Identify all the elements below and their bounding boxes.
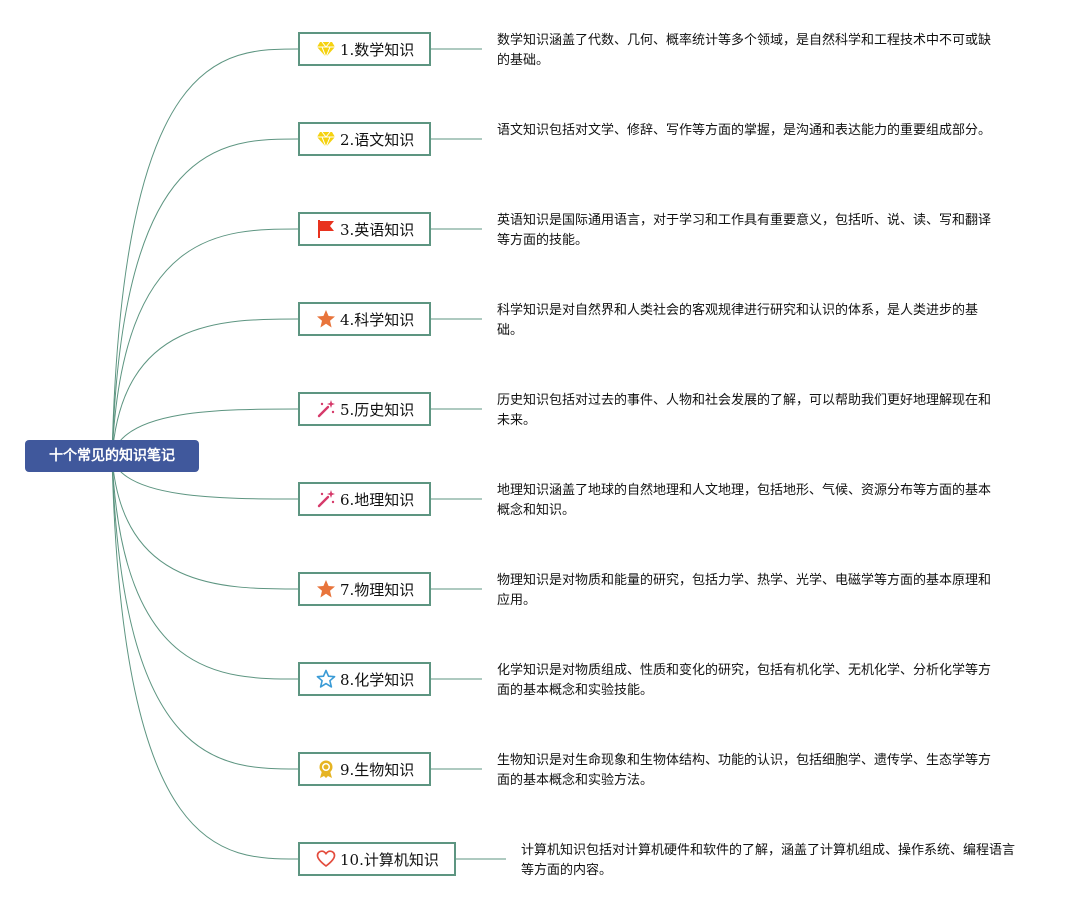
- diamond-icon: [316, 129, 336, 149]
- topic-node-5[interactable]: 5.历史知识: [298, 392, 431, 426]
- root-label: 十个常见的知识笔记: [49, 448, 175, 464]
- branch-line-1: [111, 48, 299, 458]
- topic-node-7[interactable]: 7.物理知识: [298, 572, 431, 606]
- topic-label: 5.历史知识: [340, 400, 415, 419]
- topic-label: 1.数学知识: [340, 40, 415, 59]
- star-outline-icon: [316, 669, 336, 689]
- topic-node-3[interactable]: 3.英语知识: [298, 212, 431, 246]
- topic-description-1: 数学知识涵盖了代数、几何、概率统计等多个领域，是自然科学和工程技术中不可或缺的基…: [497, 33, 992, 68]
- root-node[interactable]: 十个常见的知识笔记: [25, 440, 199, 472]
- topic-label: 9.生物知识: [340, 760, 415, 779]
- topic-label: 3.英语知识: [340, 220, 415, 239]
- branch-line-8: [111, 456, 299, 680]
- branch-line-3: [111, 228, 299, 458]
- topic-node-2[interactable]: 2.语文知识: [298, 122, 431, 156]
- branch-line-10: [111, 456, 299, 860]
- topic-description-10: 计算机知识包括对计算机硬件和软件的了解，涵盖了计算机组成、操作系统、编程语言等方…: [521, 843, 1016, 878]
- topic-node-6[interactable]: 6.地理知识: [298, 482, 431, 516]
- topic-label: 8.化学知识: [340, 670, 415, 689]
- branch-line-4: [111, 318, 299, 458]
- magic-wand-icon: [316, 399, 336, 419]
- topic-node-9[interactable]: 9.生物知识: [298, 752, 431, 786]
- topic-description-3: 英语知识是国际通用语言，对于学习和工作具有重要意义，包括听、说、读、写和翻译等方…: [497, 213, 992, 248]
- flag-icon: [316, 219, 336, 239]
- branch-line-2: [111, 138, 299, 458]
- topic-description-8: 化学知识是对物质组成、性质和变化的研究，包括有机化学、无机化学、分析化学等方面的…: [497, 663, 992, 698]
- topic-label: 4.科学知识: [340, 310, 415, 329]
- magic-wand-icon: [316, 489, 336, 509]
- topic-description-5: 历史知识包括对过去的事件、人物和社会发展的了解，可以帮助我们更好地理解现在和未来…: [497, 393, 992, 428]
- topic-node-8[interactable]: 8.化学知识: [298, 662, 431, 696]
- topic-description-9: 生物知识是对生命现象和生物体结构、功能的认识，包括细胞学、遗传学、生态学等方面的…: [497, 753, 992, 788]
- topic-description-7: 物理知识是对物质和能量的研究，包括力学、热学、光学、电磁学等方面的基本原理和应用…: [497, 573, 992, 608]
- branch-line-9: [111, 456, 299, 770]
- branch-line-7: [111, 456, 299, 590]
- heart-icon: [316, 849, 336, 869]
- topic-description-4: 科学知识是对自然界和人类社会的客观规律进行研究和认识的体系，是人类进步的基础。: [497, 303, 979, 338]
- diamond-icon: [316, 39, 336, 59]
- topic-node-10[interactable]: 10.计算机知识: [298, 842, 456, 876]
- award-icon: [316, 759, 336, 779]
- topic-node-1[interactable]: 1.数学知识: [298, 32, 431, 66]
- topic-label: 7.物理知识: [340, 580, 415, 599]
- star-filled-icon: [316, 309, 336, 329]
- topic-description-2: 语文知识包括对文学、修辞、写作等方面的掌握，是沟通和表达能力的重要组成部分。: [497, 123, 992, 138]
- star-filled-icon: [316, 579, 336, 599]
- topic-node-4[interactable]: 4.科学知识: [298, 302, 431, 336]
- topic-label: 10.计算机知识: [340, 850, 439, 869]
- topic-description-6: 地理知识涵盖了地球的自然地理和人文地理，包括地形、气候、资源分布等方面的基本概念…: [497, 483, 992, 518]
- topic-label: 6.地理知识: [340, 490, 415, 509]
- topic-label: 2.语文知识: [340, 130, 415, 149]
